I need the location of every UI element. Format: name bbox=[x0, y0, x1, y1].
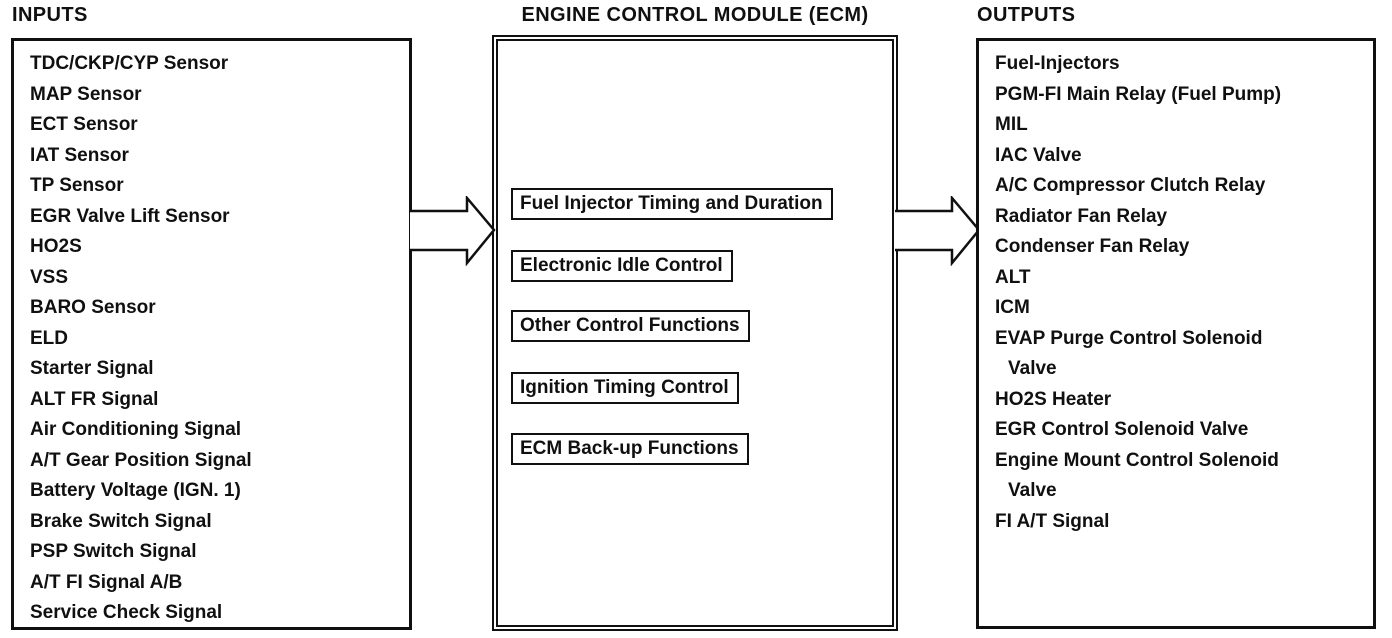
input-item: PSP Switch Signal bbox=[30, 541, 197, 562]
output-item: PGM-FI Main Relay (Fuel Pump) bbox=[995, 83, 1282, 105]
input-item: ECT Sensor bbox=[30, 114, 138, 135]
output-item: ALT bbox=[995, 266, 1031, 288]
output-item: Engine Mount Control Solenoid bbox=[995, 449, 1279, 471]
input-item: ELD bbox=[30, 327, 68, 349]
input-item: Brake Switch Signal bbox=[30, 510, 212, 532]
ecm-box-inner-border bbox=[496, 39, 894, 627]
input-item: TP Sensor bbox=[30, 175, 124, 196]
output-item: FI A/T Signal bbox=[995, 510, 1110, 532]
input-item: Battery Voltage (IGN. 1) bbox=[30, 480, 241, 501]
ecm-heading: ENGINE CONTROL MODULE (ECM) bbox=[521, 4, 869, 26]
inputs-to-ecm-block-arrow-right-icon bbox=[410, 196, 496, 266]
output-item-wrap: Valve bbox=[1008, 358, 1057, 379]
output-item: Radiator Fan Relay bbox=[995, 205, 1168, 227]
input-item: VSS bbox=[30, 266, 69, 288]
input-item: Air Conditioning Signal bbox=[30, 419, 242, 440]
input-item: EGR Valve Lift Sensor bbox=[30, 205, 230, 227]
output-item: A/C Compressor Clutch Relay bbox=[995, 175, 1266, 196]
outputs-box: Fuel-Injectors PGM-FI Main Relay (Fuel P… bbox=[976, 38, 1376, 629]
input-item: IAT Sensor bbox=[30, 144, 129, 166]
input-item: Service Check Signal bbox=[30, 602, 223, 623]
output-item: Condenser Fan Relay bbox=[995, 236, 1190, 257]
input-item: ALT FR Signal bbox=[30, 388, 159, 410]
output-item: HO2S Heater bbox=[995, 388, 1112, 410]
input-item: TDC/CKP/CYP Sensor bbox=[30, 53, 229, 74]
input-item: A/T FI Signal A/B bbox=[30, 571, 183, 593]
input-item: MAP Sensor bbox=[30, 83, 142, 105]
output-item-wrap: Valve bbox=[1008, 480, 1057, 501]
ecm-function-box: Fuel Injector Timing and Duration bbox=[511, 188, 833, 220]
outputs-heading: OUTPUTS bbox=[977, 4, 1076, 26]
ecm-function-box: Electronic Idle Control bbox=[511, 250, 733, 282]
outputs-list: Fuel-Injectors PGM-FI Main Relay (Fuel P… bbox=[979, 41, 1373, 537]
ecm-function-box: Other Control Functions bbox=[511, 310, 750, 342]
output-item: EGR Control Solenoid Valve bbox=[995, 419, 1249, 440]
inputs-list: TDC/CKP/CYP Sensor MAP Sensor ECT Sensor… bbox=[14, 41, 409, 629]
ecm-to-outputs-block-arrow-right-icon bbox=[895, 196, 981, 266]
output-item: IAC Valve bbox=[995, 144, 1082, 166]
output-item: Fuel-Injectors bbox=[995, 53, 1120, 74]
input-item: BARO Sensor bbox=[30, 297, 156, 318]
inputs-heading: INPUTS bbox=[12, 4, 88, 26]
output-item: EVAP Purge Control Solenoid bbox=[995, 327, 1263, 349]
inputs-box: TDC/CKP/CYP Sensor MAP Sensor ECT Sensor… bbox=[11, 38, 412, 630]
output-item: MIL bbox=[995, 114, 1028, 135]
ecm-function-box: ECM Back-up Functions bbox=[511, 433, 749, 465]
input-item: HO2S bbox=[30, 236, 82, 257]
ecm-function-box: Ignition Timing Control bbox=[511, 372, 739, 404]
input-item: A/T Gear Position Signal bbox=[30, 449, 252, 471]
output-item: ICM bbox=[995, 297, 1030, 318]
input-item: Starter Signal bbox=[30, 358, 154, 379]
